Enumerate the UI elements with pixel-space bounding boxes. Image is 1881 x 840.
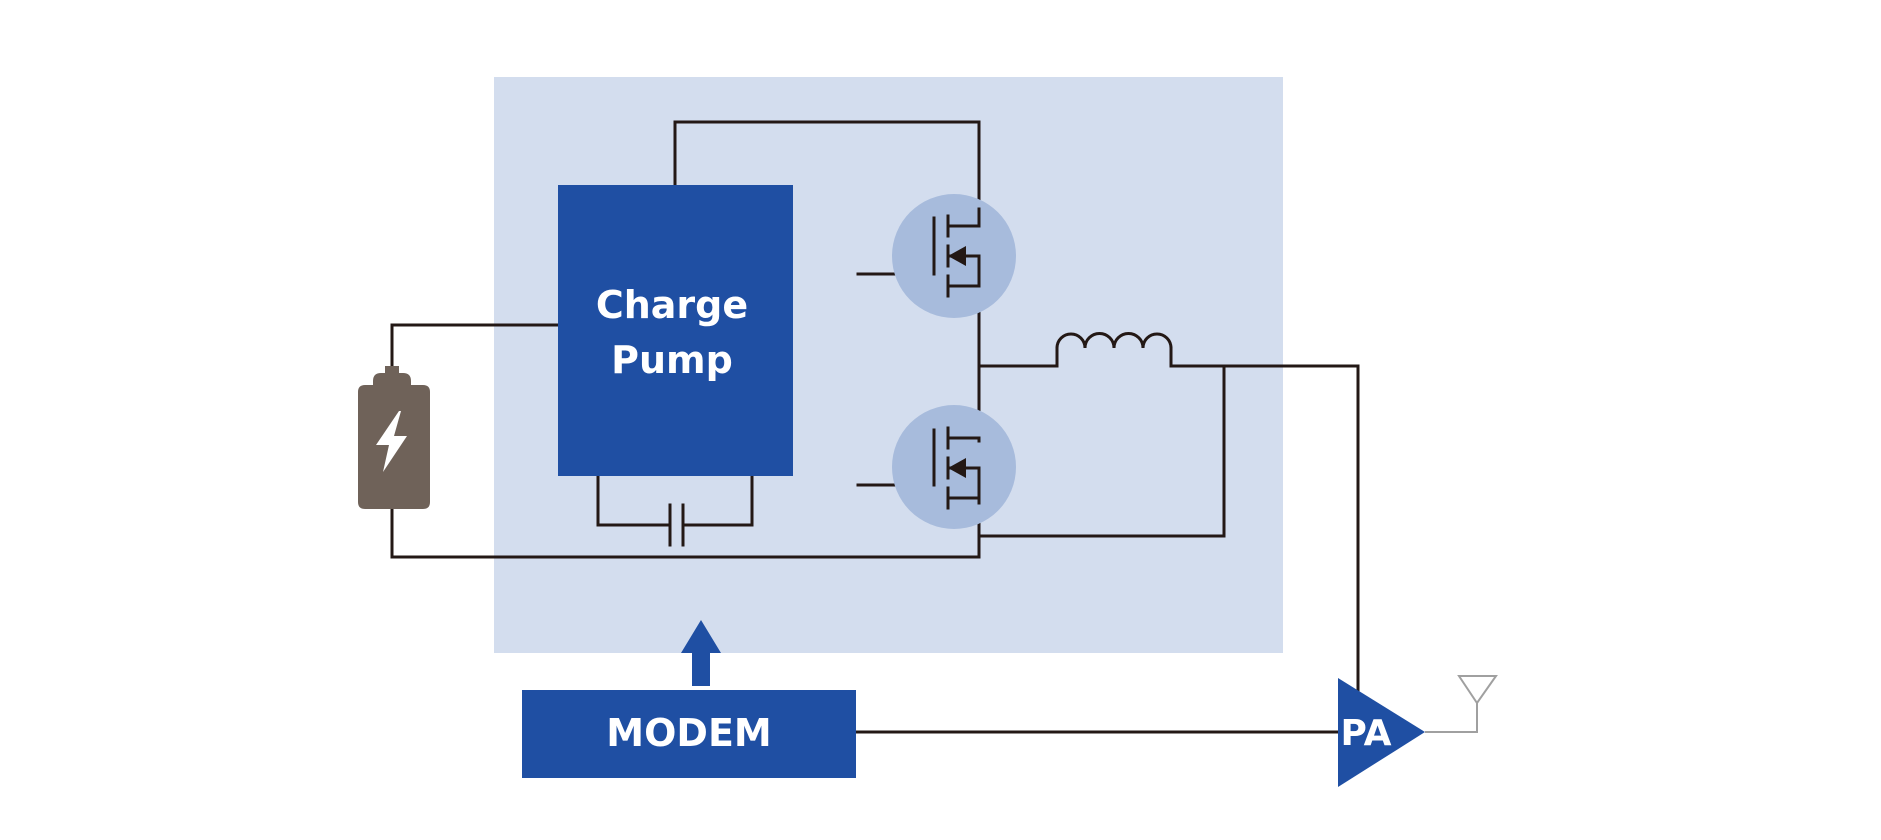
high-side-transistor (892, 194, 1016, 318)
power-amplifier: PA (1338, 678, 1425, 787)
modem-block: MODEM (522, 690, 856, 778)
up-arrow-icon (681, 620, 721, 686)
capacitor-symbol (668, 503, 685, 547)
low-side-transistor (892, 405, 1016, 529)
modem-label: MODEM (606, 711, 771, 755)
charge-pump-label-line2: Pump (611, 338, 733, 382)
charge-pump-label-line1: Charge (596, 283, 748, 327)
charge-pump-block: Charge Pump (558, 185, 793, 476)
inductor-symbol (1055, 332, 1173, 350)
pa-label: PA (1341, 713, 1392, 754)
battery-bolt-icon (358, 366, 430, 509)
antenna-icon (1425, 675, 1498, 733)
